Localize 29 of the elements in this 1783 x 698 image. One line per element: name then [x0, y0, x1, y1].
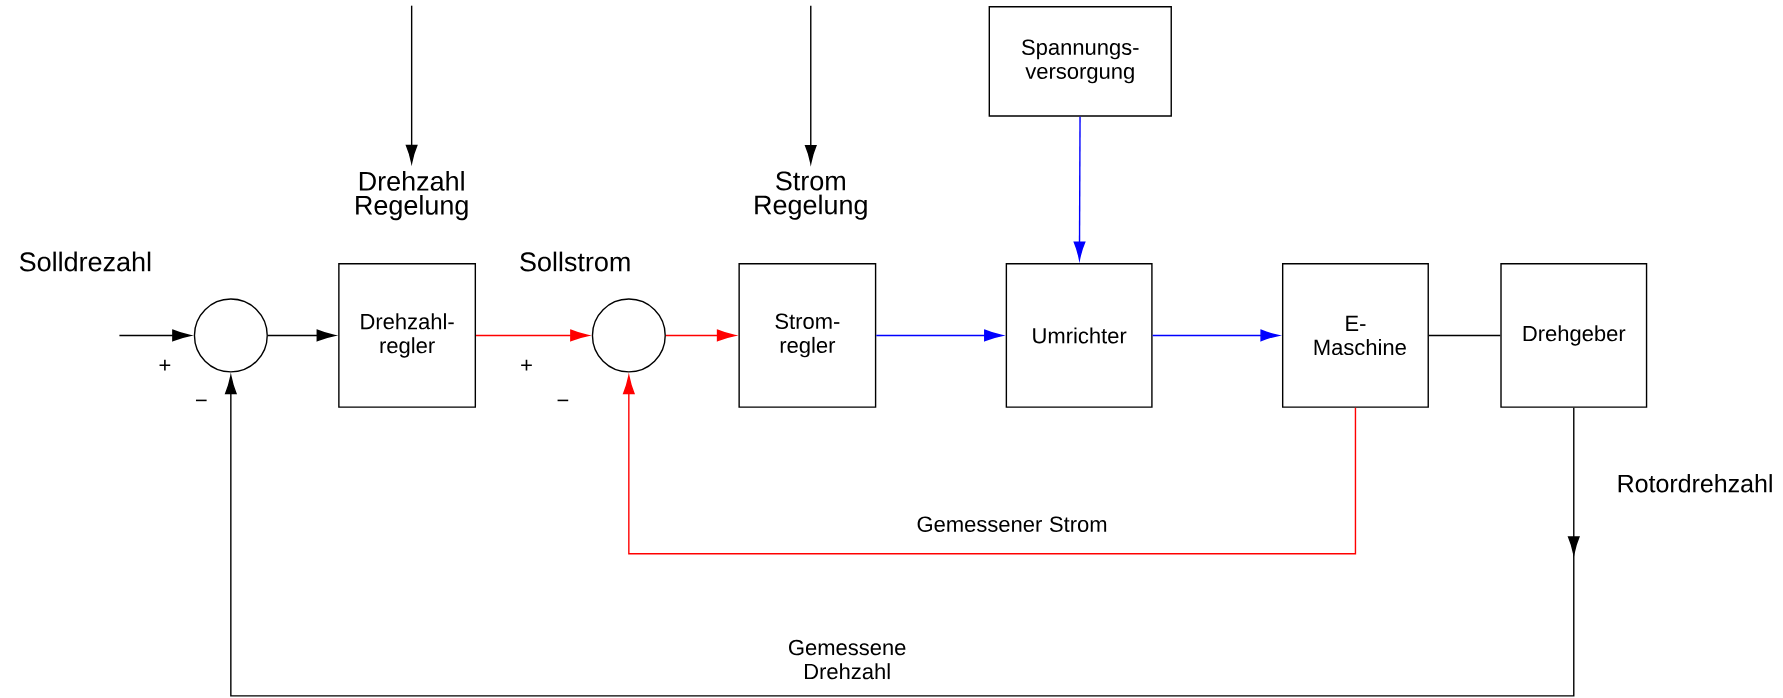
block-box: Drehzahl-regler — [338, 263, 477, 408]
block-box: Umrichter — [1005, 263, 1153, 408]
arrow — [118, 329, 191, 342]
arrow — [665, 329, 736, 342]
arrow — [405, 4, 418, 164]
block-box: Spannungs-versorgung — [988, 6, 1172, 117]
signal-label: + — [159, 359, 171, 371]
edge-label: Gemessene Drehzahl — [776, 637, 918, 682]
edge-label: Gemessener Strom — [913, 514, 1111, 534]
block-box: Drehgeber — [1500, 263, 1648, 408]
arrow — [622, 375, 1357, 555]
signal-label: Solldrezahl — [19, 251, 151, 272]
arrow — [804, 4, 817, 164]
arrow — [225, 375, 1580, 697]
summing-junction — [591, 298, 666, 373]
signal-label: − — [557, 399, 569, 402]
signal-label: + — [521, 359, 532, 371]
summing-junction — [193, 298, 268, 373]
signal-label: Strom Regelung — [755, 171, 867, 220]
signal-label: Rotordrehzahl — [1618, 474, 1772, 493]
arrow — [267, 329, 336, 342]
block-box: Strom-regler — [738, 263, 877, 408]
signal-label: Sollstrom — [520, 251, 630, 272]
block-box: E-Maschine — [1282, 263, 1429, 408]
arrow — [475, 329, 589, 342]
arrow — [1073, 115, 1086, 261]
signal-label: Drehzahl Regelung — [356, 170, 468, 221]
arrow — [875, 329, 1003, 342]
signal-label: − — [195, 399, 207, 402]
